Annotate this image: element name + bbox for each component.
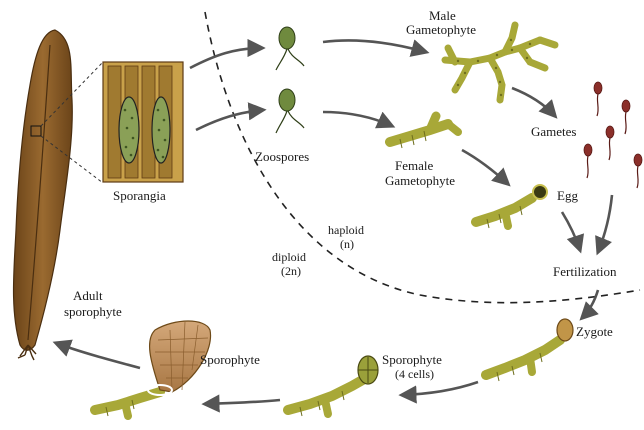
diploid-2n-label: (2n) <box>281 264 301 278</box>
sporophyte-4cells-label-line1: Sporophyte <box>382 352 442 367</box>
zygote-label: Zygote <box>576 324 613 339</box>
arrow-4cells-to-sporophyte <box>205 400 280 404</box>
arrow-fertilization-to-zygote <box>582 290 598 318</box>
gametes-group <box>584 82 642 188</box>
egg-cell <box>533 185 547 199</box>
arrow-zoospore-to-female <box>323 112 392 126</box>
sporophyte-4-cells <box>288 356 378 416</box>
female-gametophyte <box>390 116 458 148</box>
sporangia-closeup <box>103 62 183 182</box>
adult-sporophyte-label-line2: sporophyte <box>64 304 122 319</box>
arrow-gametes-to-fertilization <box>598 195 612 252</box>
fertilization-label: Fertilization <box>553 264 617 279</box>
adult-sporophyte-label-line1: Adult <box>73 288 103 303</box>
arrow-zoospore-to-male <box>323 40 426 52</box>
sporophyte-4cells-label-line2: (4 cells) <box>395 367 434 381</box>
haploid-label: haploid <box>328 223 364 237</box>
male-gametophyte-label-line2: Gametophyte <box>406 22 476 37</box>
gametes-label: Gametes <box>531 124 576 139</box>
male-gametophyte-label-line1: Male <box>429 8 456 23</box>
sporangia-label: Sporangia <box>113 188 166 203</box>
zoospore-upper <box>276 27 304 70</box>
sporophyte-label: Sporophyte <box>200 352 260 367</box>
female-gametophyte-label-line1: Female <box>395 158 433 173</box>
arrow-sporangia-to-zoospore-lower <box>196 110 263 130</box>
female-gametophyte-label-line2: Gametophyte <box>385 173 455 188</box>
arrow-male-to-gametes <box>512 88 555 116</box>
haploid-n-label: (n) <box>340 237 354 251</box>
arrow-zygote-to-4cells <box>402 382 478 395</box>
zoospores-label: Zoospores <box>255 149 309 164</box>
egg-gametophyte <box>476 185 547 228</box>
arrow-egg-to-fertilization <box>562 212 580 250</box>
juvenile-sporophyte <box>95 321 211 416</box>
zoospore-lower <box>276 89 304 133</box>
diploid-label: diploid <box>272 250 306 264</box>
arrow-female-to-egg <box>462 150 508 184</box>
zygote-cell <box>557 319 573 341</box>
zygote-gametophyte <box>486 319 573 381</box>
egg-label: Egg <box>557 188 578 203</box>
arrow-sporophyte-to-adult <box>56 343 140 368</box>
arrow-sporangia-to-zoospore-upper <box>190 48 262 68</box>
